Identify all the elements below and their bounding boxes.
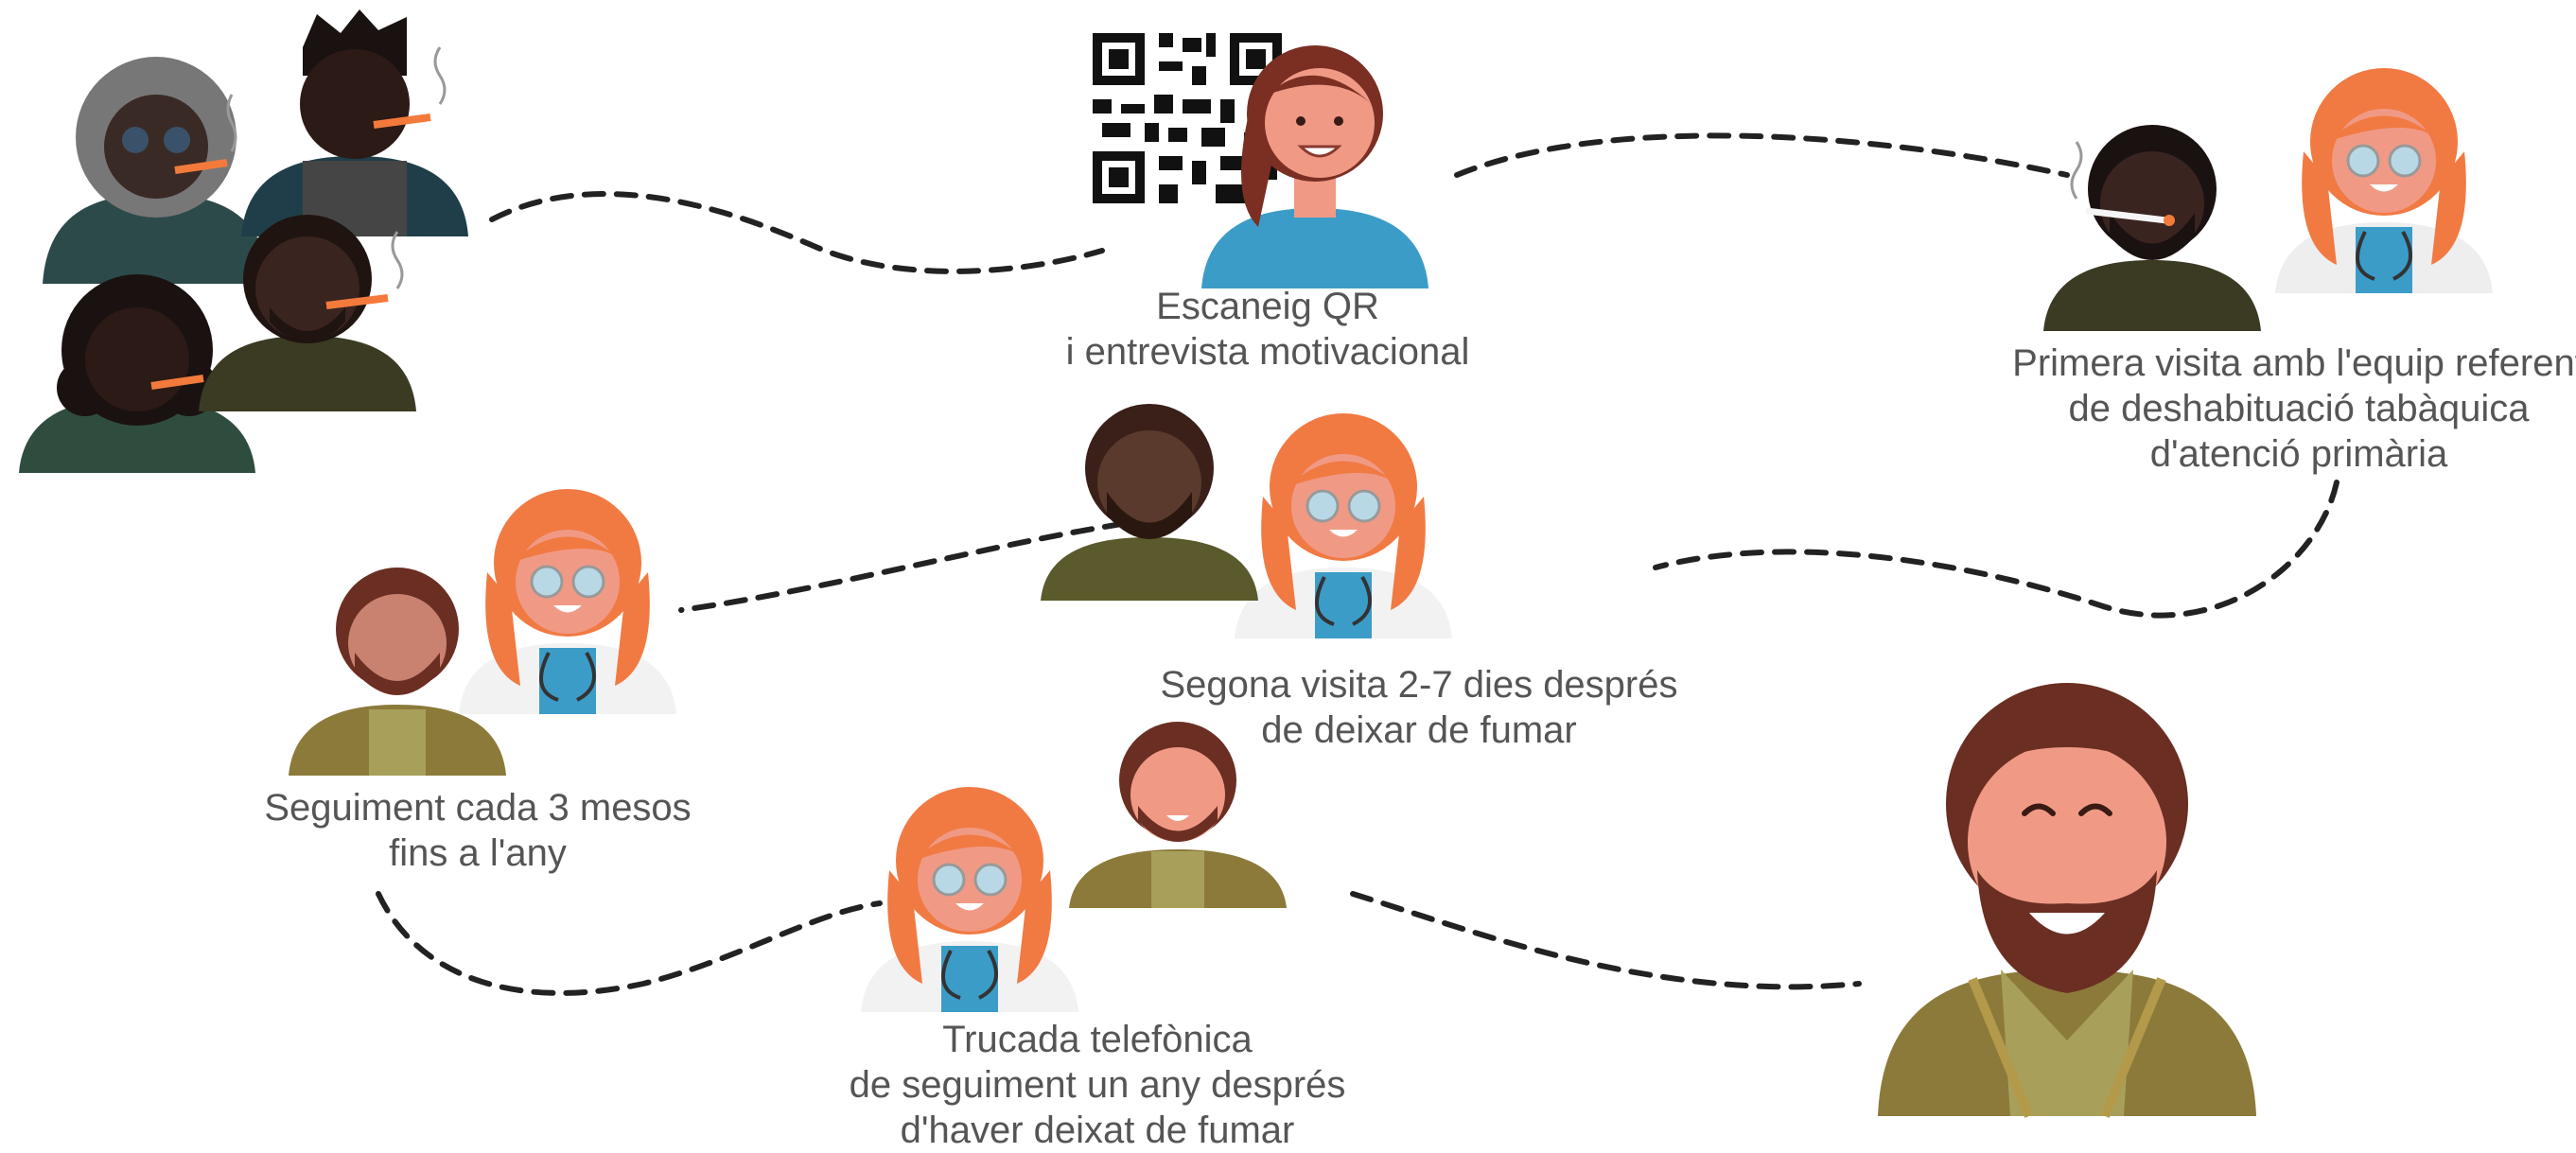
- path-segment-6: [1350, 891, 1862, 990]
- happy-man-icon: [1878, 683, 2256, 1118]
- patient-and-nurse-icon: [1041, 404, 1452, 638]
- caption-line: Trucada telefònica: [942, 1019, 1253, 1060]
- caption-line: Escaneig QR: [1156, 286, 1379, 327]
- patient-and-nurse-icon: [2043, 68, 2493, 331]
- caption-qr: Escaneig QR i entrevista motivacional: [1066, 284, 1470, 375]
- caption-follow-up: Seguiment cada 3 mesos fins a l'any: [264, 785, 691, 876]
- path-segment-5: [376, 891, 883, 996]
- caption-phone-call: Trucada telefònica de seguiment un any d…: [850, 1017, 1346, 1153]
- caption-line: d'atenció primària: [2149, 433, 2448, 475]
- path-segment-1: [489, 191, 1105, 274]
- caption-line: Seguiment cada 3 mesos: [264, 787, 692, 829]
- group-of-smokers-icon: [19, 9, 468, 473]
- nurse-and-patient-icon: [861, 722, 1287, 1012]
- caption-line: de seguiment un any després: [849, 1064, 1346, 1106]
- qr-code-and-woman-icon: [1088, 28, 1428, 288]
- caption-second-visit: Segona visita 2-7 dies després de deixar…: [1161, 662, 1678, 753]
- caption-first-visit: Primera visita amb l'equip referent de d…: [2012, 341, 2576, 477]
- caption-line: i entrevista motivacional: [1065, 331, 1470, 373]
- caption-line: Segona visita 2-7 dies després: [1160, 664, 1678, 706]
- caption-line: d'haver deixat de fumar: [900, 1109, 1295, 1151]
- path-segment-2: [1454, 132, 2070, 178]
- caption-line: de deshabituació tabàquica: [2068, 388, 2530, 429]
- caption-line: Primera visita amb l'equip referent: [2012, 342, 2576, 384]
- patient-and-nurse-icon: [289, 489, 676, 776]
- path-segment-3: [1653, 480, 2339, 619]
- dashed-path: [376, 132, 2339, 996]
- caption-line: fins a l'any: [389, 832, 567, 874]
- caption-line: de deixar de fumar: [1261, 709, 1577, 751]
